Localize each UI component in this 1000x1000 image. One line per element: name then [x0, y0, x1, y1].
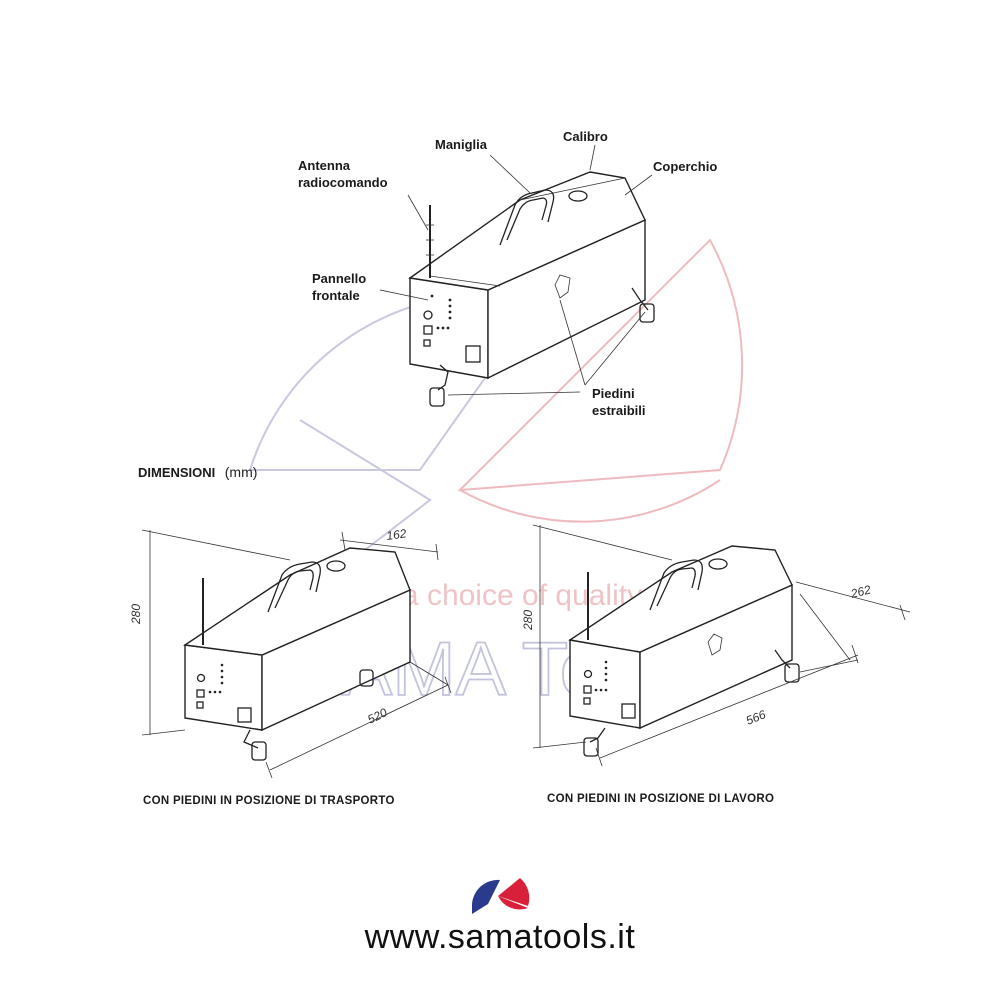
side-fixture	[554, 274, 571, 299]
gauge-hole	[568, 190, 588, 202]
transport-height-value: 280	[129, 604, 143, 625]
label-front-panel-line2: frontale	[312, 288, 360, 303]
front-switch	[423, 325, 433, 335]
transport-width-value: 162	[385, 526, 407, 543]
label-cover: Coperchio	[653, 159, 717, 174]
website-url[interactable]: www.samatools.it	[364, 918, 636, 956]
transport-dimension-lines	[141, 529, 452, 779]
front-knob	[423, 310, 433, 320]
rear-foot-arm	[631, 287, 649, 311]
work-front-face	[569, 639, 641, 729]
label-feet-line2: estraibili	[592, 403, 645, 418]
work-dimension-lines	[532, 524, 911, 767]
transport-cover	[183, 547, 411, 656]
machine-transport-view: 280 162 520 CON PIEDINI IN POSIZIONE DI …	[129, 526, 452, 807]
sama-logo-icon	[472, 878, 530, 914]
front-foot	[429, 387, 445, 407]
work-cover	[568, 545, 793, 653]
label-antenna-line2: radiocomando	[298, 175, 388, 190]
dimensions-heading: DIMENSIONI (mm)	[138, 464, 257, 481]
work-length-value: 566	[744, 707, 768, 728]
front-socket	[465, 345, 481, 363]
machine-main-view: Antenna radiocomando Maniglia Calibro Co…	[298, 129, 717, 418]
callout-lines	[379, 144, 653, 396]
label-antenna-line1: Antenna	[298, 158, 351, 173]
label-gauge: Calibro	[563, 129, 608, 144]
label-feet-line1: Piedini	[592, 386, 635, 401]
work-caption: CON PIEDINI IN POSIZIONE DI LAVORO	[547, 793, 774, 805]
rear-foot	[639, 303, 655, 323]
watermark-red-petal	[457, 238, 744, 492]
work-width-value: 262	[848, 582, 872, 601]
handle	[499, 189, 555, 246]
machine-work-view: 280 262 566 CON PIEDINI IN POSIZIONE DI …	[521, 524, 911, 805]
label-front-panel-line1: Pannello	[312, 271, 366, 286]
work-height-value: 280	[521, 610, 535, 631]
transport-caption: CON PIEDINI IN POSIZIONE DI TRASPORTO	[143, 795, 395, 807]
watermark-tagline: a choice of quality	[402, 579, 642, 612]
label-handle: Maniglia	[435, 137, 488, 152]
